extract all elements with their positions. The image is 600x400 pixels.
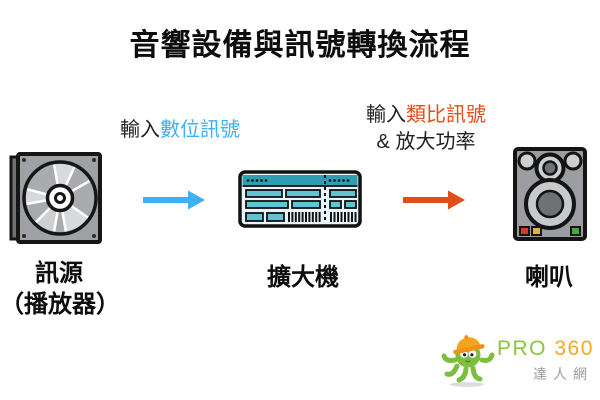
speaker-icon-svg (513, 147, 587, 241)
analog-signal-label-prefix: 輸入 (366, 104, 406, 126)
digital-signal-label-prefix: 輸入 (120, 119, 160, 141)
logo-brand-pro: PRO (497, 337, 548, 360)
amplifier-icon (238, 170, 362, 228)
cd-disc-icon (8, 151, 102, 245)
logo-tagline: 達人網 (533, 366, 593, 382)
logo-brand-360: 360 (554, 337, 594, 360)
analog-arrow-icon (401, 189, 467, 211)
digital-arrow-icon (141, 189, 207, 211)
digital-signal-label: 輸入數位訊號 (100, 117, 260, 144)
source-label-main: 訊源 (35, 260, 83, 287)
analog-signal-label-line1: 輸入類比訊號 (342, 102, 510, 129)
cd-disc-icon-svg (9, 152, 102, 244)
speaker-icon (511, 146, 589, 242)
speaker-label: 喇叭 (525, 264, 573, 291)
amplifier-label: 擴大機 (267, 264, 339, 291)
source-label: 訊源 （播放器） (0, 258, 120, 320)
analog-signal-label-highlight: 類比訊號 (406, 104, 486, 126)
analog-signal-label-line2: & 放大功率 (376, 131, 476, 153)
octopus-mascot-icon (440, 328, 498, 388)
page-title: 音響設備與訊號轉換流程 (129, 29, 471, 62)
amplifier-icon-svg (238, 170, 362, 228)
logo-text: PRO 360 達人網 (497, 337, 592, 384)
digital-signal-label-highlight: 數位訊號 (160, 119, 240, 141)
source-label-sub: （播放器） (0, 291, 120, 318)
analog-signal-label: 輸入類比訊號 & 放大功率 (342, 102, 510, 156)
logo-brand: PRO 360 (497, 337, 592, 361)
